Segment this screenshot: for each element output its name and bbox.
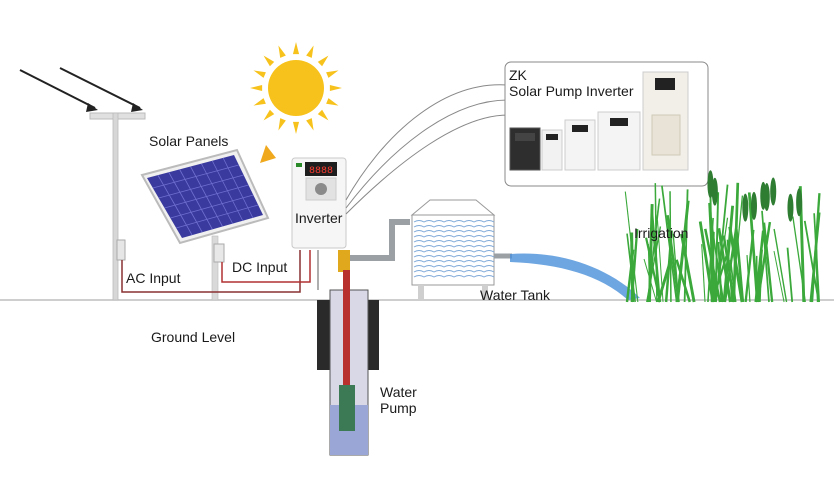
sun-ray: [306, 118, 314, 131]
water-pump-label-line1: Water: [380, 384, 417, 400]
inverter-product-icon: [509, 71, 689, 171]
grass-icon: [624, 170, 821, 303]
sun-icon: [250, 42, 342, 163]
water-tank-label: Water Tank: [480, 287, 551, 303]
sun-ray: [326, 98, 339, 106]
water-pump-label: Water Pump: [380, 384, 421, 416]
callout-brand: ZK: [509, 67, 528, 83]
solar-panel-icon: [140, 148, 270, 301]
inverter-icon: 8888: [291, 157, 347, 249]
ground-level-label: Ground Level: [151, 329, 235, 345]
sun-ray: [253, 70, 266, 78]
solar-panels-label: Solar Panels: [149, 133, 228, 149]
water-tank-icon: [410, 199, 512, 299]
product-callout: ZK Solar Pump Inverter: [504, 61, 709, 187]
sun-ray: [278, 45, 286, 58]
inverter-label: Inverter: [295, 210, 343, 226]
sun-ray: [329, 84, 342, 92]
dc-wire: [221, 250, 311, 283]
sun-ray: [278, 118, 286, 131]
sun-ray: [253, 98, 266, 106]
sun-arrow-icon: [260, 145, 276, 163]
sun-ray: [250, 84, 263, 92]
water-pipes: [338, 219, 410, 272]
sun-ray: [263, 109, 275, 121]
inverter-display: 8888: [309, 166, 333, 177]
sun-ray: [317, 55, 329, 67]
sun-ray: [306, 45, 314, 58]
dc-input-label: DC Input: [232, 259, 287, 275]
ac-input-label: AC Input: [126, 270, 181, 286]
sun-ray: [326, 70, 339, 78]
power-pole-icon: [19, 67, 146, 301]
irrigation-label: Irrigation: [634, 225, 688, 241]
callout-lines: [345, 84, 509, 215]
water-pump-label-line2: Pump: [380, 400, 417, 416]
sun-ray: [292, 121, 300, 134]
sun-ray: [292, 42, 300, 55]
sun-ray: [263, 55, 275, 67]
sun-ray: [317, 109, 329, 121]
water-pump-icon: [339, 270, 355, 431]
callout-title: Solar Pump Inverter: [509, 83, 634, 99]
ac-wire: [121, 250, 301, 293]
